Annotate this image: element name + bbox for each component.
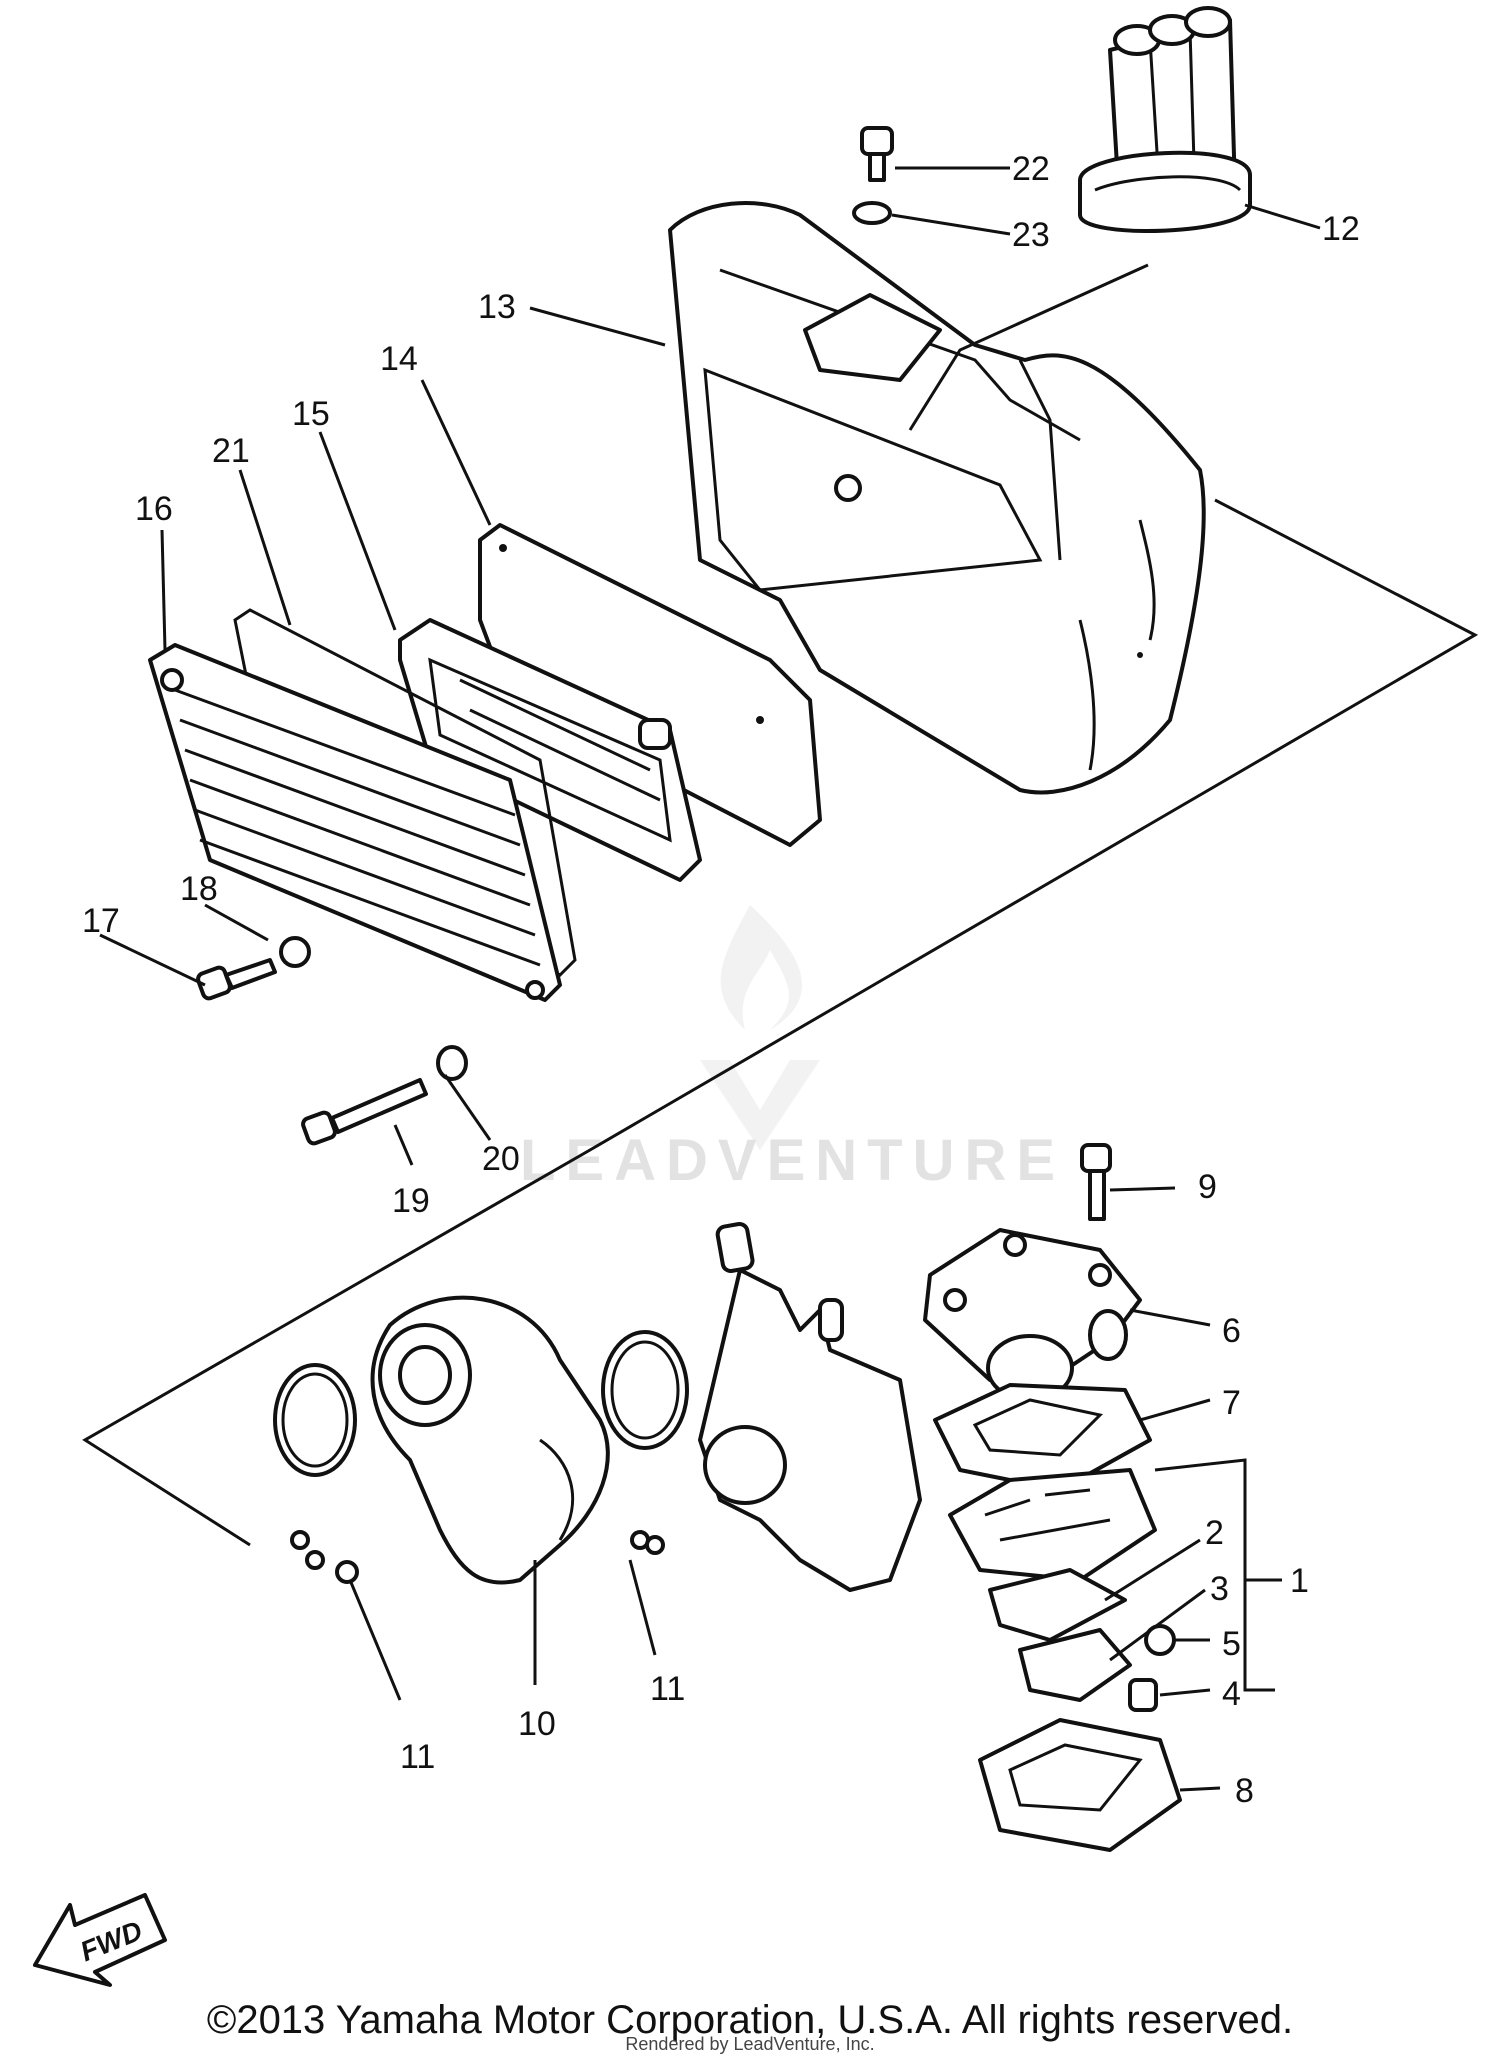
nut-20-part [436,1045,468,1081]
copyright-notice: ©2013 Yamaha Motor Corporation, U.S.A. A… [206,1998,1294,2042]
callout-13: 13 [478,288,516,326]
callout-5: 5 [1222,1625,1241,1663]
callout-11-left: 11 [400,1738,435,1776]
clamp-11-right-part [601,1330,689,1555]
callout-17: 17 [82,902,120,940]
washer-23-part [852,201,892,225]
callout-8: 8 [1235,1772,1254,1810]
reed-stopper-3-part [1018,1628,1132,1702]
callout-7: 7 [1222,1384,1241,1422]
gasket-8-part [978,1718,1182,1852]
callout-14: 14 [380,340,418,378]
rendered-by-notice: Rendered by LeadVenture, Inc. [625,2034,875,2054]
callout-16: 16 [135,490,173,528]
watermark-logo-icon [700,905,820,1150]
leader-lines [99,166,1321,1792]
clamp-11-left-part [273,1363,359,1584]
intake-tube-part [1078,6,1252,234]
callout-15: 15 [292,395,330,433]
assembly-boundary [82,498,1479,1547]
callout-21: 21 [212,432,250,470]
bolt-9-part [1080,1143,1112,1221]
callout-10: 10 [518,1705,556,1743]
callout-numbers: 22 23 12 13 14 15 21 16 18 17 20 19 9 6 … [82,150,1360,1810]
callout-20: 20 [482,1140,520,1178]
nut-18-part [279,936,311,968]
filter-frame-part [398,618,702,882]
callout-6: 6 [1222,1312,1241,1350]
callout-19: 19 [392,1182,430,1220]
air-box-part [668,201,1206,795]
gasket-7-part [933,1383,1152,1492]
callout-11-right: 11 [650,1670,685,1708]
callout-2: 2 [1205,1514,1224,1552]
bolt-22-part [860,126,894,182]
louvered-cover-part [148,643,562,1002]
reed-petal-2-part [988,1568,1127,1642]
callout-22: 22 [1012,150,1050,188]
callout-18: 18 [180,870,218,908]
callout-23: 23 [1012,216,1050,254]
reed-valve-part [948,1468,1157,1582]
callout-12: 12 [1322,210,1360,248]
intake-boot-part [370,1295,610,1585]
screw-4-part [1128,1678,1158,1712]
bolt-17-part [196,958,277,1001]
callout-1: 1 [1290,1562,1309,1600]
fwd-arrow-icon: FWD [33,1893,167,1987]
callout-4: 4 [1222,1675,1241,1713]
callout-9: 9 [1198,1168,1217,1206]
carburetor-part [698,1221,922,1592]
bolt-19-part [301,1078,428,1146]
watermark-text: LEADVENTURE [520,1128,1065,1193]
nut-5-part [1144,1624,1176,1656]
callout-3: 3 [1210,1570,1229,1608]
manifold-6-part [923,1228,1142,1402]
